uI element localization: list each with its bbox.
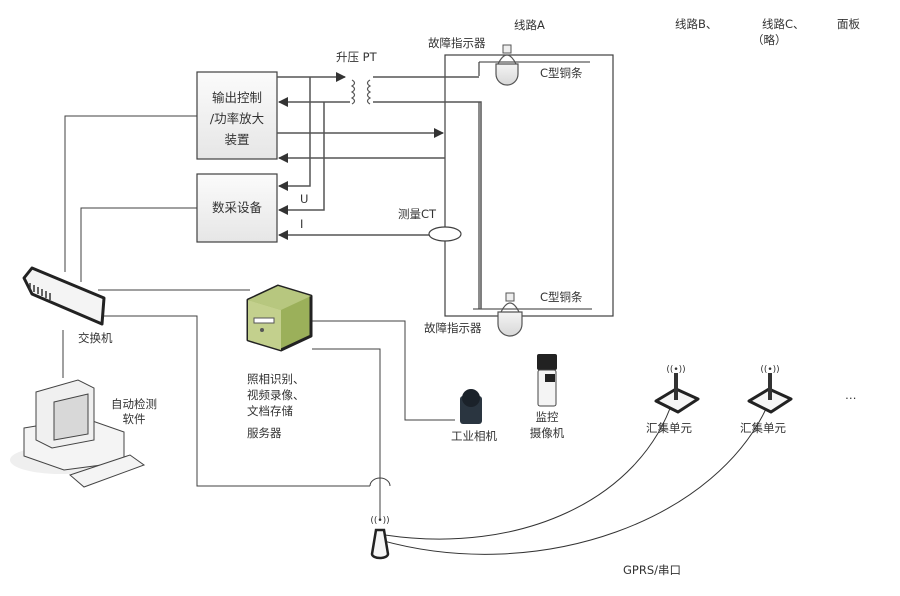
- industrial-camera-icon[interactable]: [460, 389, 482, 424]
- signal-wires: [277, 72, 482, 309]
- pc-label-line2: 软件: [122, 412, 146, 426]
- server-label: 照相识别、 视频录像、 文档存储 服务器: [247, 371, 305, 441]
- svg-text:((•)): ((•)): [666, 365, 685, 375]
- u-signal-label: U: [300, 192, 309, 206]
- output-control-line3: 装置: [224, 132, 250, 147]
- industrial-camera-label: 工业相机: [451, 429, 497, 443]
- link-collector-1: [384, 399, 674, 540]
- monitor-camera-line1: 监控: [535, 410, 559, 424]
- collector-unit-icon-1[interactable]: ((•)): [654, 365, 700, 414]
- monitor-camera-line2: 摄像机: [529, 426, 565, 440]
- monitor-camera-label: 监控 摄像机: [527, 409, 567, 441]
- collector-1-label: 汇集单元: [646, 421, 692, 435]
- copper-bar-top-label: C型铜条: [540, 66, 583, 80]
- ct-label: 测量CT: [398, 207, 437, 221]
- fault-indicator-top-label: 故障指示器: [428, 36, 486, 50]
- fault-indicator-bottom-icon: [497, 292, 523, 337]
- wire-switch-daq: [80, 207, 197, 282]
- output-control-label: 输出控制 /功率放大 装置: [197, 87, 277, 150]
- network-wires: [62, 115, 771, 555]
- more-collectors-ellipsis: …: [845, 388, 857, 402]
- switch-icon[interactable]: [22, 266, 106, 326]
- i-signal-label: I: [300, 217, 304, 231]
- panel-label: 面板: [837, 17, 860, 31]
- pc-label-line1: 自动检测: [111, 397, 157, 411]
- wire-switch-camera: [100, 315, 370, 487]
- link-collector-2: [379, 399, 771, 555]
- output-control-line1: 输出控制: [211, 90, 262, 105]
- wire-u-2: [278, 102, 325, 215]
- copper-bar-bottom-label: C型铜条: [540, 290, 583, 304]
- wire-switch-output: [64, 115, 197, 272]
- server-icon[interactable]: [246, 284, 313, 352]
- collector-unit-icon-2[interactable]: ((•)): [747, 365, 793, 414]
- output-control-line2: /功率放大: [209, 111, 265, 126]
- server-label-line3: 文档存储: [247, 404, 293, 418]
- line-b-label: 线路B、: [675, 17, 718, 31]
- collector-2-label: 汇集单元: [740, 421, 786, 435]
- wire-pt-secondary-bottom: [373, 101, 482, 309]
- panel-frame: [444, 54, 614, 317]
- panel-outer-rect: [444, 54, 614, 317]
- line-c-label: 线路C、: [762, 17, 805, 31]
- server-label-line4: 服务器: [247, 426, 282, 440]
- line-a-label: 线路A: [514, 18, 545, 32]
- output-control-box[interactable]: [196, 71, 278, 160]
- server-label-line2: 视频录像、: [247, 388, 305, 402]
- svg-text:((•)): ((•)): [760, 365, 779, 375]
- svg-text:((•)): ((•)): [370, 516, 389, 526]
- ct-icon: [428, 226, 462, 242]
- omitted-label: （略）: [752, 33, 787, 47]
- daq-box[interactable]: [196, 173, 278, 243]
- antenna-icon[interactable]: ((•)): [370, 516, 390, 560]
- fault-indicator-bottom-label: 故障指示器: [424, 321, 482, 335]
- pt-transformer-icon: [350, 79, 372, 105]
- wire-server-industrial-camera: [290, 320, 455, 421]
- gprs-link-label: GPRS/串口: [623, 563, 682, 577]
- fault-indicator-top-icon: [495, 44, 519, 86]
- pc-label: 自动检测 软件: [104, 397, 164, 427]
- computer-icon[interactable]: [10, 379, 146, 488]
- server-label-line1: 照相识别、: [247, 372, 305, 386]
- switch-label: 交换机: [78, 331, 113, 345]
- wire-server-antenna: [312, 348, 381, 520]
- wire-u-1: [278, 77, 311, 191]
- pt-label: 升压 PT: [336, 50, 377, 64]
- daq-label: 数采设备: [211, 200, 262, 215]
- monitor-camera-icon[interactable]: [537, 354, 557, 407]
